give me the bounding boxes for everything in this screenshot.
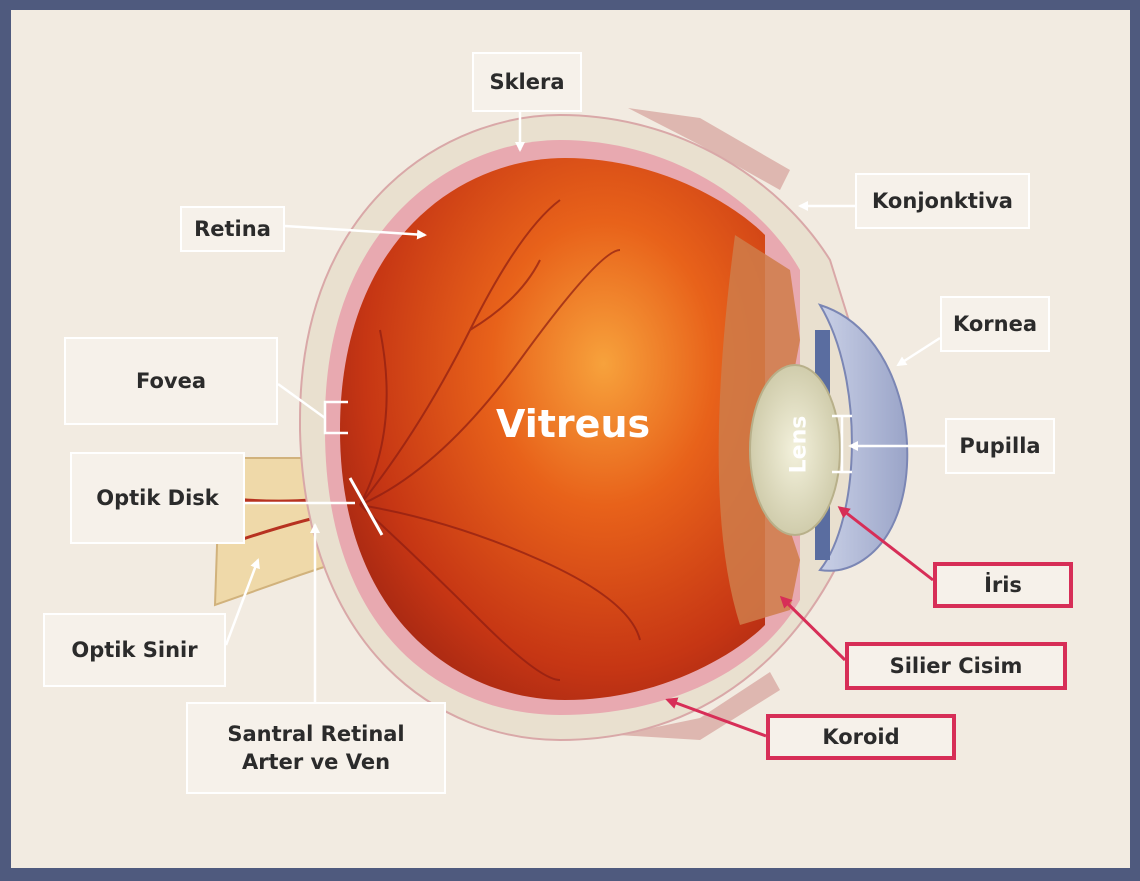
label-konjonktiva: Konjonktiva bbox=[855, 173, 1030, 229]
label-koroid: Koroid bbox=[766, 714, 956, 760]
label-sklera: Sklera bbox=[472, 52, 582, 112]
label-retina: Retina bbox=[180, 206, 285, 252]
label-optik-sinir: Optik Sinir bbox=[43, 613, 226, 687]
label-silier-cisim: Silier Cisim bbox=[845, 642, 1067, 690]
label-kornea: Kornea bbox=[940, 296, 1050, 352]
label-fovea: Fovea bbox=[64, 337, 278, 425]
label-santral-retinal: Santral Retinal Arter ve Ven bbox=[186, 702, 446, 794]
vitreus-text: Vitreus bbox=[496, 402, 650, 446]
label-optik-disk: Optik Disk bbox=[70, 452, 245, 544]
lens-text: Lens bbox=[786, 416, 811, 474]
label-pupilla: Pupilla bbox=[945, 418, 1055, 474]
label-iris: İris bbox=[933, 562, 1073, 608]
